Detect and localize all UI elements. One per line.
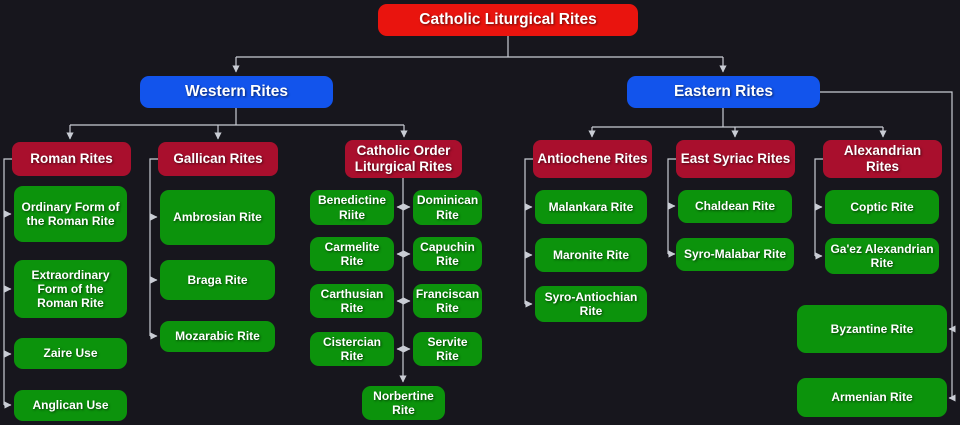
group-header-catholic-order-liturgical-rites: Catholic Order Liturgical Rites <box>345 140 462 178</box>
leaf-braga-rite: Braga Rite <box>160 260 275 300</box>
node-catholic-liturgical-rites: Catholic Liturgical Rites <box>378 4 638 36</box>
leaf-malankara-rite: Malankara Rite <box>535 190 647 224</box>
leaf-syro-antiochian-rite: Syro-Antiochian Rite <box>535 286 647 322</box>
group-header-gallican-rites: Gallican Rites <box>158 142 278 176</box>
leaf-extraordinary-form-roman-rite: Extraordinary Form of the Roman Rite <box>14 260 127 318</box>
leaf-carmelite-rite: Carmelite Rite <box>310 237 394 271</box>
leaf-ambrosian-rite: Ambrosian Rite <box>160 190 275 245</box>
group-header-east-syriac-rites: East Syriac Rites <box>676 140 795 178</box>
leaf-carthusian-rite: Carthusian Rite <box>310 284 394 318</box>
leaf-servite-rite: Servite Rite <box>413 332 482 366</box>
leaf-cistercian-rite: Cistercian Rite <box>310 332 394 366</box>
leaf-byzantine-rite: Byzantine Rite <box>797 305 947 353</box>
leaf-coptic-rite: Coptic Rite <box>825 190 939 224</box>
leaf-gaez-alexandrian-rite: Ga'ez Alexandrian Rite <box>825 238 939 274</box>
leaf-syro-malabar-rite: Syro-Malabar Rite <box>676 238 794 271</box>
leaf-benedictine-rite: Benedictine Riite <box>310 190 394 225</box>
leaf-capuchin-rite: Capuchin Rite <box>413 237 482 271</box>
leaf-franciscan-rite: Franciscan Rite <box>413 284 482 318</box>
leaf-anglican-use: Anglican Use <box>14 390 127 421</box>
leaf-armenian-rite: Armenian Rite <box>797 378 947 417</box>
leaf-ordinary-form-roman-rite: Ordinary Form of the Roman Rite <box>14 186 127 242</box>
leaf-mozarabic-rite: Mozarabic Rite <box>160 321 275 352</box>
leaf-zaire-use: Zaire Use <box>14 338 127 369</box>
leaf-maronite-rite: Maronite Rite <box>535 238 647 272</box>
group-header-antiochene-rites: Antiochene Rites <box>533 140 652 178</box>
leaf-chaldean-rite: Chaldean Rite <box>678 190 792 223</box>
group-header-roman-rites: Roman Rites <box>12 142 131 176</box>
node-western-rites: Western Rites <box>140 76 333 108</box>
leaf-dominican-rite: Dominican Rite <box>413 190 482 225</box>
node-eastern-rites: Eastern Rites <box>627 76 820 108</box>
group-header-alexandrian-rites: Alexandrian Rites <box>823 140 942 178</box>
leaf-norbertine-rite: Norbertine Rite <box>362 386 445 420</box>
